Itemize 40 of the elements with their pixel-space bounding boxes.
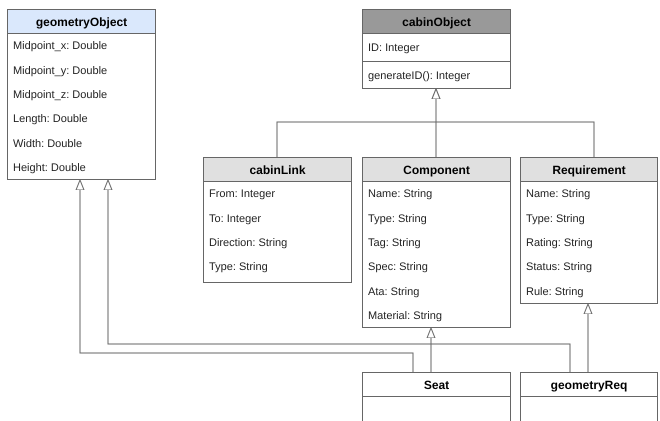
class-member: Midpoint_y: Double	[13, 64, 108, 77]
class-member: Status: String	[526, 261, 592, 274]
class-name: Requirement	[521, 158, 657, 182]
inheritance-arrow	[426, 328, 436, 372]
class-member: Ata: String	[368, 286, 420, 298]
class-box	[7, 9, 156, 180]
class-member: Rating: String	[526, 236, 593, 249]
class-name: Component	[363, 158, 510, 182]
inheritance-arrow	[76, 180, 414, 372]
class-member: Length: Double	[13, 113, 88, 126]
class-member: Spec: String	[368, 261, 428, 274]
class-member: Rule: String	[526, 286, 584, 298]
inheritance-arrow	[584, 304, 592, 372]
class-member: Type: String	[209, 261, 268, 274]
class-member: From: Integer	[209, 188, 276, 200]
class-member: ID: Integer	[368, 42, 420, 54]
class-name: cabinObject	[363, 10, 510, 34]
class-member: Height: Double	[13, 162, 86, 174]
class-box	[520, 157, 658, 304]
class-member: generateID(): Integer	[368, 70, 470, 82]
class-member: Name: String	[368, 188, 432, 200]
class-member: Tag: String	[368, 236, 421, 249]
inheritance-arrow	[104, 180, 570, 372]
class-box	[362, 9, 511, 89]
class-name: geometryObject	[8, 10, 155, 34]
class-member: Midpoint_z: Double	[13, 88, 108, 101]
class-member: Midpoint_x: Double	[13, 40, 108, 52]
class-member: Type: String	[526, 212, 585, 225]
class-member: Width: Double	[13, 138, 82, 150]
class-member: Name: String	[526, 188, 590, 200]
class-member: Material: String	[368, 310, 442, 322]
class-member: Direction: String	[209, 236, 288, 249]
class-member: To: Integer	[209, 212, 261, 225]
class-name: cabinLink	[204, 158, 351, 182]
class-member: Type: String	[368, 212, 427, 225]
class-box	[362, 372, 511, 421]
class-box	[203, 157, 352, 283]
inheritance-arrow	[432, 88, 594, 158]
class-box	[520, 372, 658, 421]
class-box	[362, 157, 511, 328]
